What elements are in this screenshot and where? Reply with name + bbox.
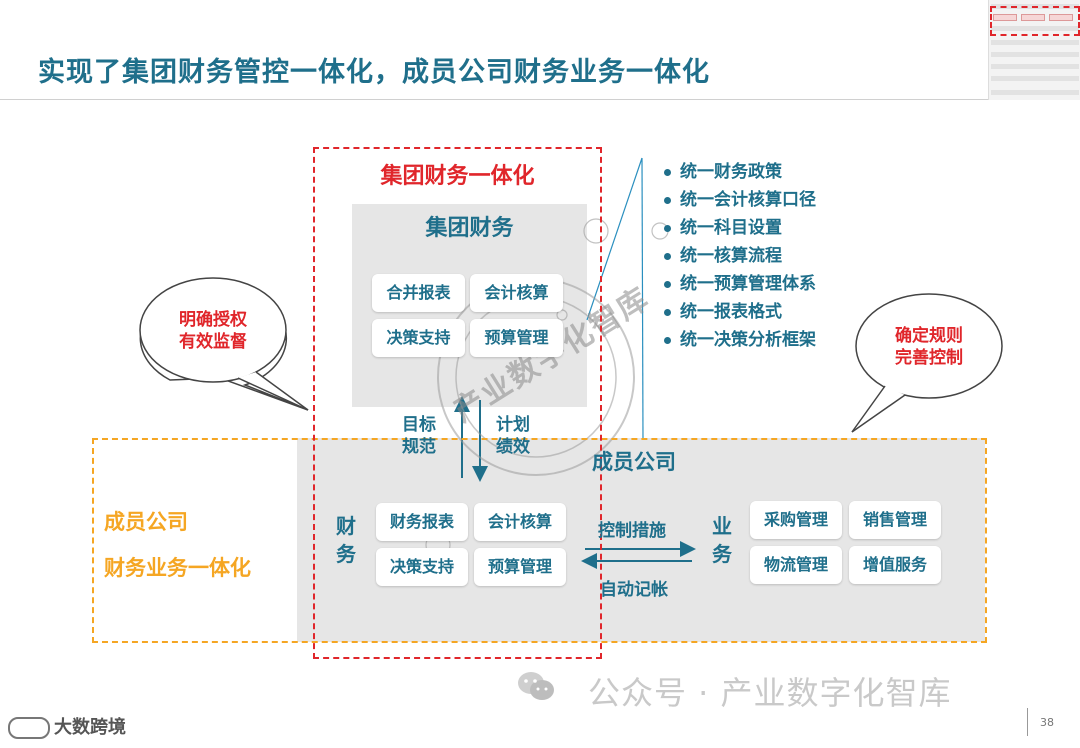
slide-thumbnail[interactable] xyxy=(988,0,1080,100)
member-integration-region xyxy=(92,438,987,643)
list-item: 统一财务政策 xyxy=(664,158,816,186)
connector-line-vertical xyxy=(641,157,644,441)
group-finance-title: 集团财务 xyxy=(425,216,514,241)
member-side-label-2: 财务业务一体化 xyxy=(104,556,251,580)
list-item: 统一预算管理体系 xyxy=(664,270,816,298)
business-item-sales: 销售管理 xyxy=(849,501,941,539)
member-side-label-1: 成员公司 xyxy=(104,510,188,534)
list-item: 统一报表格式 xyxy=(664,298,816,326)
finance-label: 财务 xyxy=(336,514,356,566)
finance-item-budget: 预算管理 xyxy=(474,548,566,586)
list-item: 统一决策分析框架 xyxy=(664,326,816,354)
page-number: 38 xyxy=(1040,716,1054,729)
group-integration-region xyxy=(313,147,602,659)
unification-list: 统一财务政策 统一会计核算口径 统一科目设置 统一核算流程 统一预算管理体系 统… xyxy=(664,158,816,354)
member-company-title: 成员公司 xyxy=(592,450,676,474)
business-item-logistics: 物流管理 xyxy=(750,546,842,584)
group-item-budget: 预算管理 xyxy=(470,319,563,357)
business-label: 业务 xyxy=(712,514,732,566)
group-item-accounting: 会计核算 xyxy=(470,274,563,312)
finance-item-report: 财务报表 xyxy=(376,503,468,541)
bubble-right-shape xyxy=(855,293,1003,399)
bubble-left-text: 明确授权 有效监督 xyxy=(179,310,247,352)
watermark-text: 公众号 · 产业数字化智库 xyxy=(588,674,952,712)
business-item-value-added: 增值服务 xyxy=(849,546,941,584)
auto-posting-label: 自动记帐 xyxy=(600,580,668,600)
group-item-consolidated-report: 合并报表 xyxy=(372,274,465,312)
title-divider xyxy=(0,99,990,100)
group-integration-title: 集团财务一体化 xyxy=(380,164,535,189)
page-divider xyxy=(1027,708,1028,736)
group-item-decision-support: 决策支持 xyxy=(372,319,465,357)
brand-logo-icon xyxy=(8,717,50,739)
control-measures-label: 控制措施 xyxy=(598,521,666,541)
wechat-icon xyxy=(518,672,554,700)
business-item-purchase: 采购管理 xyxy=(750,501,842,539)
thumbnail-highlight xyxy=(990,6,1080,36)
list-item: 统一科目设置 xyxy=(664,214,816,242)
bubble-right-text: 确定规则 完善控制 xyxy=(895,326,963,368)
list-item: 统一会计核算口径 xyxy=(664,186,816,214)
connector-line-top xyxy=(586,157,643,321)
goal-label: 目标 规范 xyxy=(402,415,436,457)
page-title: 实现了集团财务管控一体化，成员公司财务业务一体化 xyxy=(38,57,710,88)
brand-logo: 大数跨境 xyxy=(8,713,126,739)
finance-item-accounting: 会计核算 xyxy=(474,503,566,541)
list-item: 统一核算流程 xyxy=(664,242,816,270)
finance-item-decision: 决策支持 xyxy=(376,548,468,586)
plan-label: 计划 绩效 xyxy=(496,415,530,457)
